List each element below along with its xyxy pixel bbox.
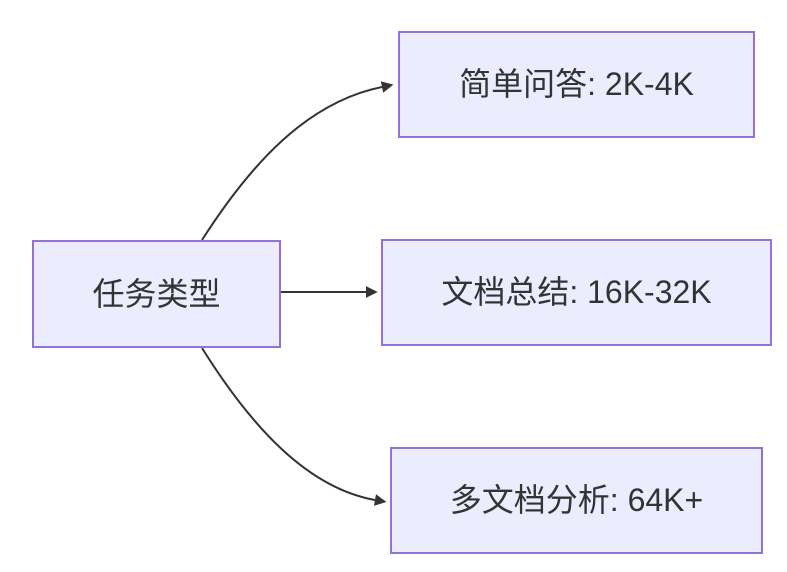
node-multi-doc-analysis: 多文档分析: 64K+ <box>390 447 763 554</box>
edge-to-simple-qa <box>201 81 394 241</box>
node-doc-summary: 文档总结: 16K-32K <box>381 239 772 346</box>
node-simple-qa: 简单问答: 2K-4K <box>398 31 755 138</box>
node-doc-summary-label: 文档总结: 16K-32K <box>441 274 712 311</box>
edge-to-multi-doc-analysis <box>201 347 387 506</box>
node-task-type-label: 任务类型 <box>92 275 221 312</box>
node-simple-qa-label: 简单问答: 2K-4K <box>459 66 694 103</box>
node-multi-doc-analysis-label: 多文档分析: 64K+ <box>449 482 704 519</box>
node-task-type: 任务类型 <box>32 240 281 348</box>
